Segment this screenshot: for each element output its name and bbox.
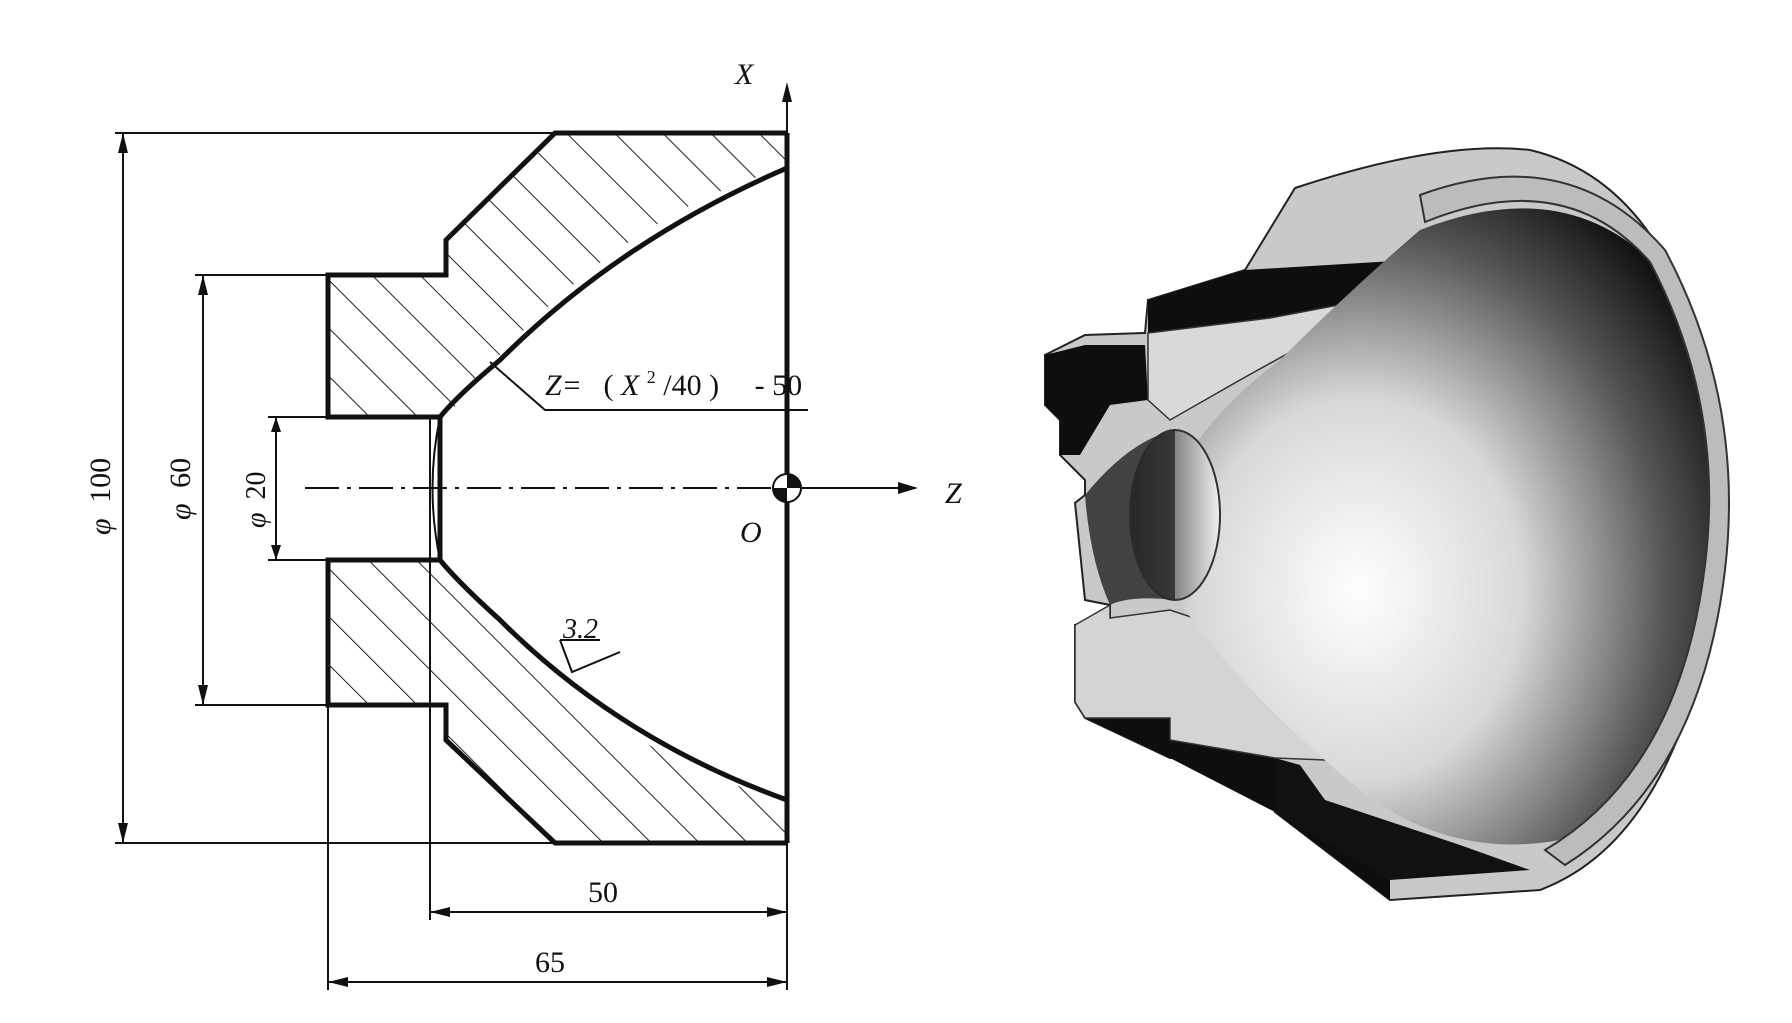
phi-20-symbol: φ — [241, 513, 272, 529]
render-cut-face-bottom — [1275, 758, 1530, 880]
render-light-face-lower — [1074, 603, 1331, 761]
render-cut-face-top — [1148, 260, 1420, 333]
svg-text:φ 100: φ 100 — [84, 458, 117, 535]
dimension-65: 65 — [327, 705, 787, 990]
dimension-phi-100: φ 100 — [84, 132, 787, 844]
equation-leader-line — [489, 361, 808, 411]
equation-divisor: /40 — [663, 369, 701, 402]
phi-20-value: 20 — [241, 472, 272, 500]
dimension-phi-60: φ 60 — [164, 274, 328, 706]
surface-roughness-symbol: 3.2 — [559, 614, 621, 674]
section-view: X Z O Z= ( X 2 /40 ) - 50 φ 100 — [84, 58, 962, 990]
phi-100-value: 100 — [84, 458, 117, 503]
phi-100-symbol: φ — [84, 518, 117, 535]
origin-label: O — [740, 516, 762, 549]
phi-60-value: 60 — [164, 458, 197, 488]
z-axis-label: Z — [945, 477, 962, 510]
roughness-value: 3.2 — [562, 614, 598, 645]
equation-open-paren: ( — [603, 369, 613, 402]
dimension-50-value: 50 — [588, 876, 618, 909]
parabola-lower — [438, 558, 788, 803]
upper-section-hatch — [328, 133, 787, 417]
phi-60-symbol: φ — [164, 503, 197, 520]
curve-equation-label: Z= ( X 2 /40 ) - 50 — [545, 357, 802, 402]
origin-marker — [772, 473, 802, 503]
svg-text:φ 20: φ 20 — [241, 472, 272, 529]
equation-prefix: Z= — [545, 369, 582, 402]
equation-exponent: 2 — [647, 367, 656, 387]
dimension-phi-20: φ 20 — [241, 416, 328, 561]
x-axis-arrow — [782, 82, 792, 102]
render-bowl-inner — [1167, 208, 1714, 845]
equation-offset: - 50 — [755, 369, 803, 402]
parabola-upper — [438, 165, 788, 419]
lower-section-hatch — [328, 560, 787, 843]
z-axis-arrow — [898, 482, 918, 494]
dimension-50: 50 — [429, 560, 788, 990]
dimension-65-value: 65 — [535, 946, 565, 979]
render-cut-face-lower-step — [1075, 702, 1390, 900]
equation-close-paren: ) — [709, 369, 719, 402]
equation-x-symbol: X — [620, 369, 641, 402]
svg-text:φ 60: φ 60 — [164, 458, 197, 520]
render-rim-ring — [1418, 175, 1730, 867]
render-cut-face-upper-step — [1045, 345, 1148, 455]
cutaway-3d-render — [1044, 147, 1730, 902]
render-bore-entry — [1085, 430, 1175, 605]
x-axis-label: X — [734, 58, 755, 91]
